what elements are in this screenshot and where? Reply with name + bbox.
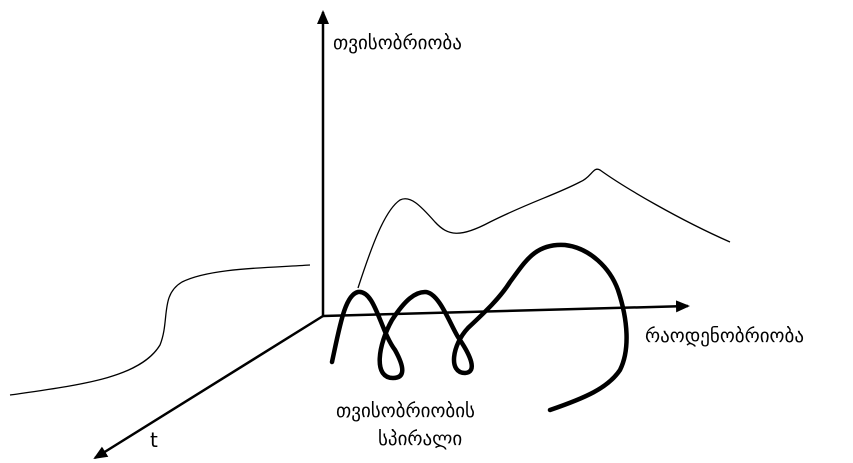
- horizontal-axis-label: რაოდენობრიობა: [645, 325, 804, 347]
- right-thin-curve: [357, 168, 731, 289]
- spiral-label-line2: სპირალი: [378, 428, 463, 450]
- left-thin-curve: [9, 264, 311, 396]
- horizontal-axis: [322, 300, 690, 318]
- spiral-label-line1: თვისობრიობის: [336, 400, 475, 422]
- quality-spiral: [329, 242, 629, 413]
- vertical-axis-label: თვისობრიობა: [333, 32, 462, 54]
- depth-axis: [93, 314, 324, 460]
- depth-axis-label: t: [150, 428, 158, 452]
